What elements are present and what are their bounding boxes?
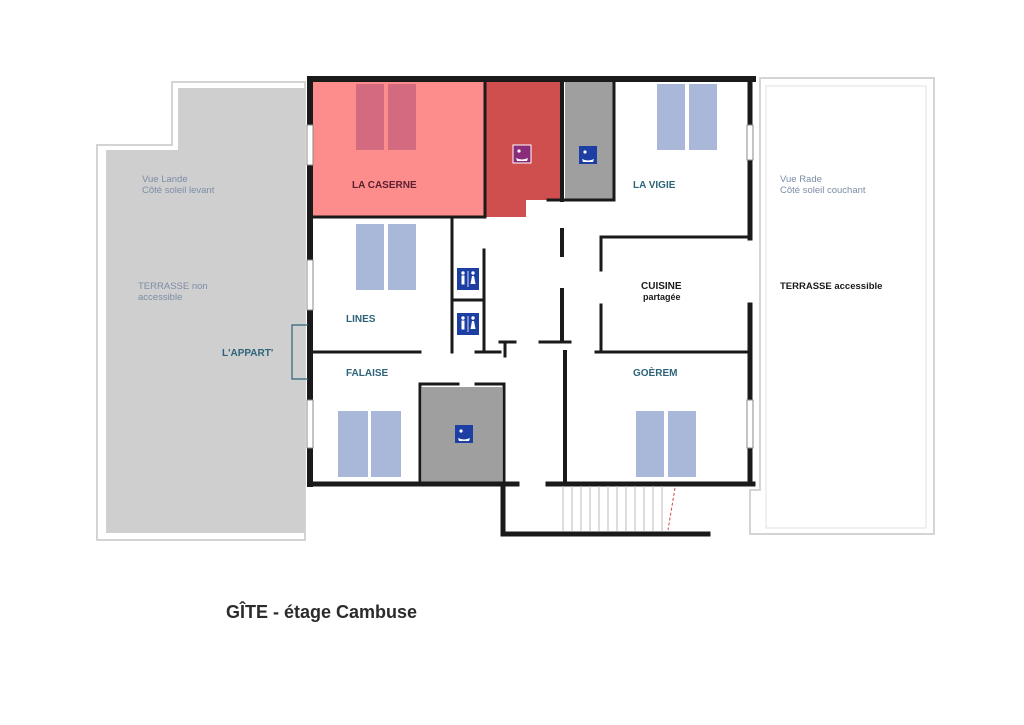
shower-icon	[579, 146, 597, 164]
room-label-falaise: FALAISE	[346, 368, 389, 379]
room-label-appart: L'APPART'	[222, 348, 273, 359]
windows	[306, 124, 754, 449]
window	[306, 259, 314, 311]
left-terrace-floor	[106, 88, 305, 533]
stair-cut-line	[667, 487, 676, 531]
bed	[388, 224, 416, 290]
left-terrace-view: Vue Lande	[142, 174, 188, 185]
room-label-cuisine: CUISINE	[641, 281, 682, 292]
window	[746, 399, 754, 449]
staircase	[562, 486, 663, 531]
bed	[636, 411, 664, 477]
bed	[371, 411, 401, 477]
shower-icon	[455, 425, 473, 443]
left-terrace-label: TERRASSE non	[138, 281, 208, 292]
room-label-goerem: GOÈREM	[633, 366, 677, 379]
room-label-cuisine-sub: partagée	[643, 292, 681, 302]
right-terrace-inner	[765, 85, 927, 529]
bed	[668, 411, 696, 477]
bed	[388, 84, 416, 150]
window	[746, 124, 754, 161]
room-label-lines: LINES	[346, 314, 376, 325]
beds	[338, 84, 717, 477]
bed	[657, 84, 685, 150]
walls	[307, 76, 756, 537]
room-label-caserne: LA CASERNE	[352, 180, 417, 191]
right-terrace-view: Vue Rade	[780, 174, 822, 185]
plan-caption: GÎTE - étage Cambuse	[226, 602, 418, 622]
vigie-bath	[565, 82, 613, 200]
wc-icon	[457, 268, 479, 290]
window	[306, 399, 314, 449]
window	[306, 124, 314, 166]
wc-icon	[457, 313, 479, 335]
shower-icon	[512, 144, 532, 164]
appart-bracket	[291, 324, 308, 380]
left-terrace-label-sub: accessible	[138, 292, 182, 303]
right-terrace-view-sub: Côté soleil couchant	[780, 185, 866, 196]
room-label-vigie: LA VIGIE	[633, 180, 676, 191]
right-terrace-label: TERRASSE accessible	[780, 281, 882, 292]
bed	[689, 84, 717, 150]
left-terrace-view-sub: Côté soleil levant	[142, 185, 215, 196]
bed	[338, 411, 368, 477]
bed	[356, 224, 384, 290]
bed	[356, 84, 384, 150]
right-terrace	[749, 77, 935, 535]
